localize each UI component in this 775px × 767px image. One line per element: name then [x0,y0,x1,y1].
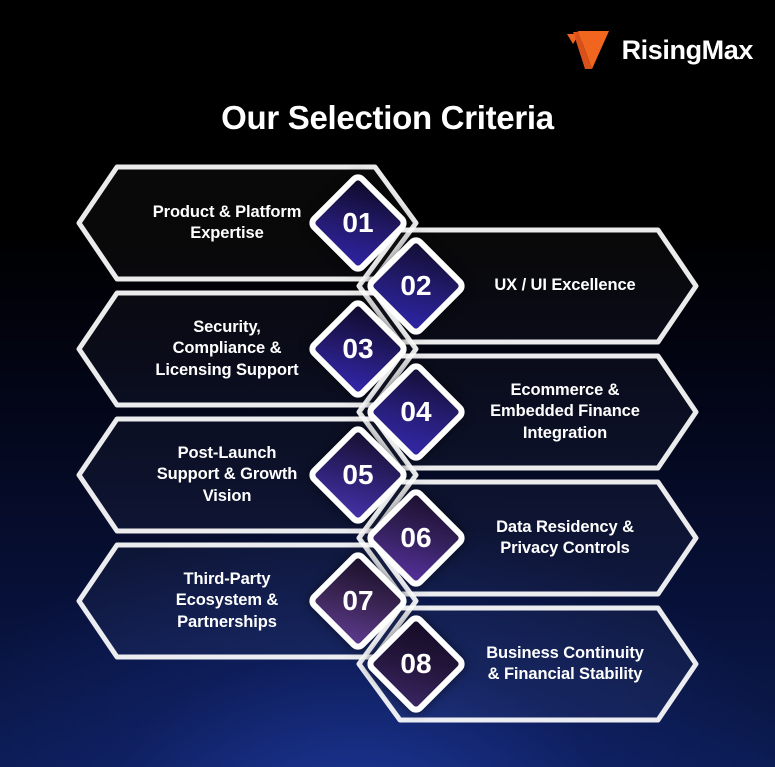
criteria-label: Security, Compliance & Licensing Support [155,318,299,379]
criteria-row: Security, Compliance & Licensing Support… [0,289,775,429]
page-title: Our Selection Criteria [221,99,554,136]
criteria-label: Ecommerce & Embedded Finance Integration [490,381,640,442]
chevron-right-arrow-icon [356,605,699,723]
criteria-label: Business Continuity & Financial Stabilit… [486,643,644,683]
brand-name: RisingMax [621,34,754,65]
criteria-item-03[interactable]: Security, Compliance & Licensing Support… [75,289,420,409]
criteria-number: 08 [400,648,432,679]
chevron-right-arrow-icon [356,353,699,471]
criteria-row: Business Continuity & Financial Stabilit… [0,604,775,744]
chevron-right-arrow-icon [356,227,699,345]
risingmax-triangle-logo-icon [566,31,609,69]
criteria-label: UX / UI Excellence [494,276,636,295]
criteria-item-08[interactable]: Business Continuity & Financial Stabilit… [355,604,700,724]
criteria-row: Ecommerce & Embedded Finance Integration… [0,352,775,492]
criteria-item-04[interactable]: Ecommerce & Embedded Finance Integration… [355,352,700,472]
criteria-label: Product & Platform Expertise [152,202,302,242]
brand-logo: RisingMax [565,28,753,72]
criteria-label: Data Residency & Privacy Controls [496,517,634,557]
chevron-right-arrow-icon [356,479,699,597]
criteria-label: Post-Launch Support & Growth Vision [156,444,298,505]
criteria-label: Third-Party Ecosystem & Partnerships [175,570,279,631]
